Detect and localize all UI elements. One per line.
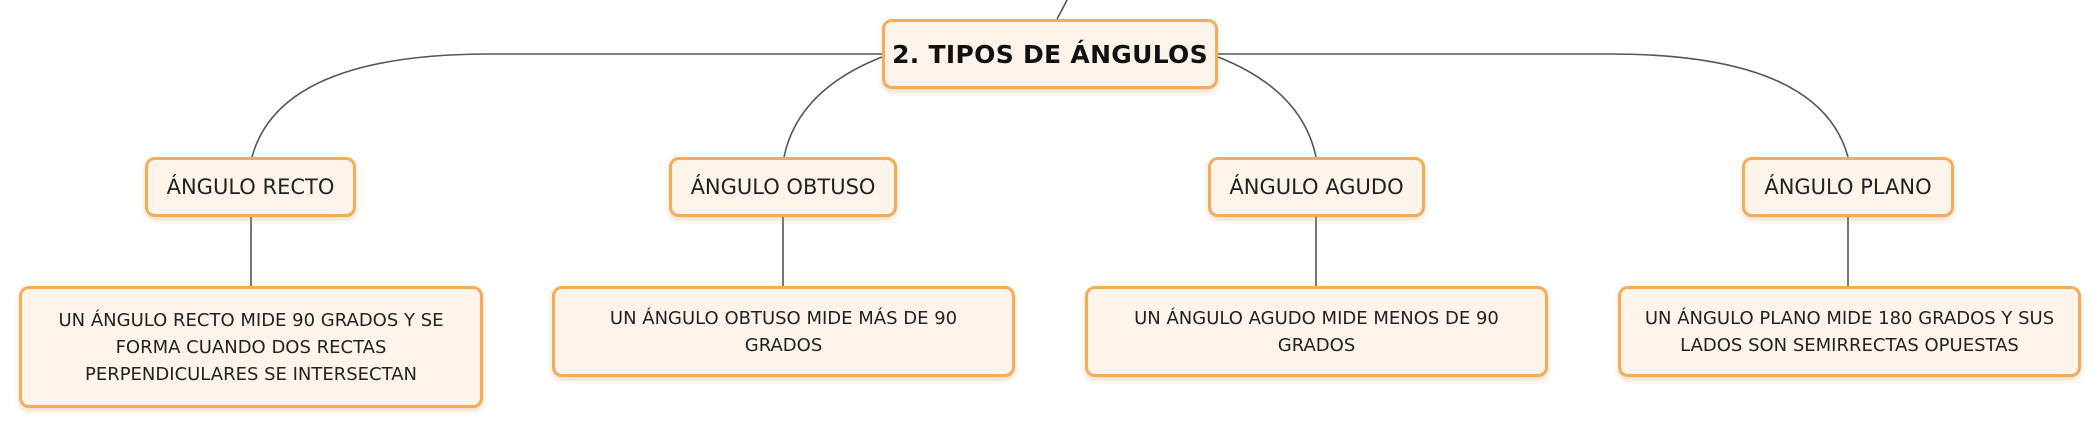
- root-title: 2. TIPOS DE ÁNGULOS: [892, 39, 1208, 69]
- connector-parent: [1056, 0, 1068, 20]
- category-node-obtuso[interactable]: ÁNGULO OBTUSO: [669, 157, 897, 217]
- description-node-plano[interactable]: UN ÁNGULO PLANO MIDE 180 GRADOS Y SUS LA…: [1618, 286, 2081, 377]
- category-title: ÁNGULO AGUDO: [1229, 175, 1404, 199]
- category-title: ÁNGULO PLANO: [1764, 175, 1932, 199]
- category-node-agudo[interactable]: ÁNGULO AGUDO: [1208, 157, 1425, 217]
- category-title: ÁNGULO OBTUSO: [690, 175, 876, 199]
- category-node-plano[interactable]: ÁNGULO PLANO: [1742, 157, 1954, 217]
- description-node-agudo[interactable]: UN ÁNGULO AGUDO MIDE MENOS DE 90 GRADOS: [1085, 286, 1548, 377]
- connector-root-plano: [1218, 53, 1849, 158]
- connector-root-agudo: [1217, 56, 1317, 158]
- description-text: UN ÁNGULO OBTUSO MIDE MÁS DE 90 GRADOS: [609, 307, 958, 356]
- description-node-obtuso[interactable]: UN ÁNGULO OBTUSO MIDE MÁS DE 90 GRADOS: [552, 286, 1015, 377]
- description-text: UN ÁNGULO RECTO MIDE 90 GRADOS Y SE FORM…: [58, 309, 444, 385]
- description-text: UN ÁNGULO AGUDO MIDE MENOS DE 90 GRADOS: [1134, 307, 1499, 356]
- root-node[interactable]: 2. TIPOS DE ÁNGULOS: [882, 19, 1218, 89]
- category-node-recto[interactable]: ÁNGULO RECTO: [145, 157, 356, 217]
- description-text: UN ÁNGULO PLANO MIDE 180 GRADOS Y SUS LA…: [1644, 307, 2055, 356]
- connector-root-obtuso: [783, 56, 883, 158]
- connector-root-recto: [251, 53, 882, 158]
- description-node-recto[interactable]: UN ÁNGULO RECTO MIDE 90 GRADOS Y SE FORM…: [19, 286, 483, 408]
- category-title: ÁNGULO RECTO: [166, 175, 335, 199]
